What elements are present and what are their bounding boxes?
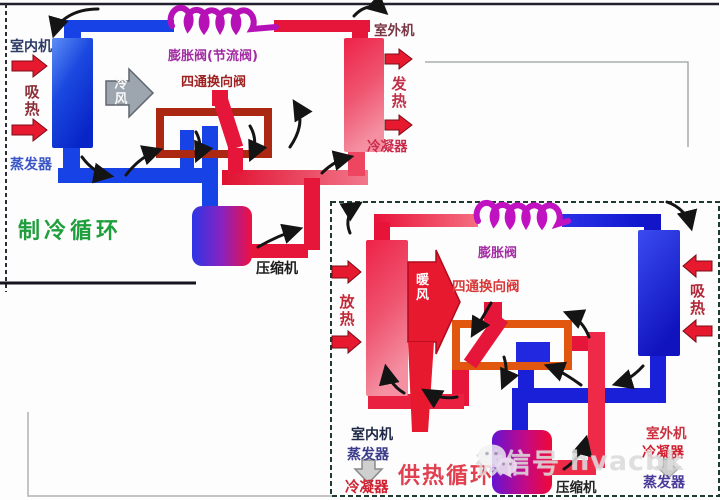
heating-compressor-label: 压缩机	[556, 480, 597, 496]
heating-warm-air-label: 暖风	[415, 273, 429, 303]
four-way-valve-cooling	[156, 90, 272, 174]
heating-expansion-valve-label: 膨胀阀	[478, 246, 518, 261]
cooling-cycle-title: 制冷循环	[18, 219, 123, 244]
wechat-icon	[478, 444, 517, 478]
transform-arrows	[353, 458, 682, 485]
heating-indoor-unit-label: 室内机	[351, 427, 393, 443]
heating-outdoor-unit-label: 室外机	[646, 426, 687, 442]
heating-indoor-before-label: 蒸发器	[347, 447, 389, 463]
cold-air-arrow	[105, 67, 155, 119]
heating-diagram-frame	[330, 201, 720, 497]
expansion-valve-coil-cooling	[167, 4, 279, 36]
cooling-compressor-label: 压缩机	[256, 261, 298, 277]
cooling-outdoor-unit-label: 室外机	[374, 23, 415, 39]
cooling-four-way-valve-label: 四通换向阀	[181, 75, 247, 90]
heating-absorb-heat-label: 吸热	[689, 282, 705, 317]
compressor-cooling	[192, 206, 252, 266]
cooling-release-heat-label: 发热	[391, 75, 407, 110]
cooling-absorb-heat-label: 吸热	[24, 83, 40, 118]
compressor-heating	[492, 430, 552, 494]
cooling-heat-arrows	[11, 47, 413, 143]
heating-four-way-valve-label: 四通换向阀	[452, 279, 520, 295]
watermark-wechat-id: hvacbk	[570, 446, 685, 477]
heating-indoor-after-label: 冷凝器	[345, 480, 389, 496]
condenser-unit-heating	[366, 240, 408, 396]
watermark: 微信号 hvacbk	[476, 442, 684, 481]
cooling-circuit-pipes	[58, 20, 370, 258]
cooling-indoor-unit-label: 室内机	[10, 39, 52, 55]
heating-flow-arrows	[339, 200, 698, 471]
warm-air-arrow	[407, 249, 461, 432]
cooling-flow-arrows	[48, 0, 389, 249]
heating-release-heat-label: 放热	[339, 293, 355, 328]
heating-cycle-title: 供热循环	[398, 464, 495, 489]
expansion-valve-coil-heating	[473, 199, 571, 231]
cooling-evaporator-label: 蒸发器	[10, 157, 52, 173]
heating-outdoor-after-label: 蒸发器	[643, 475, 685, 491]
evaporator-unit-heating	[638, 230, 680, 356]
cooling-cold-air-label: 冷风	[114, 77, 128, 107]
heating-circuit-pipes	[368, 214, 666, 475]
heating-heat-arrows	[331, 253, 713, 355]
evaporator-unit-cooling	[52, 38, 93, 148]
cooling-condenser-label: 冷凝器	[367, 139, 408, 155]
heating-outdoor-before-label: 冷凝器	[642, 445, 684, 461]
condenser-unit-cooling	[344, 38, 384, 152]
cooling-expansion-valve-label: 膨胀阀(节流阀)	[168, 49, 258, 64]
